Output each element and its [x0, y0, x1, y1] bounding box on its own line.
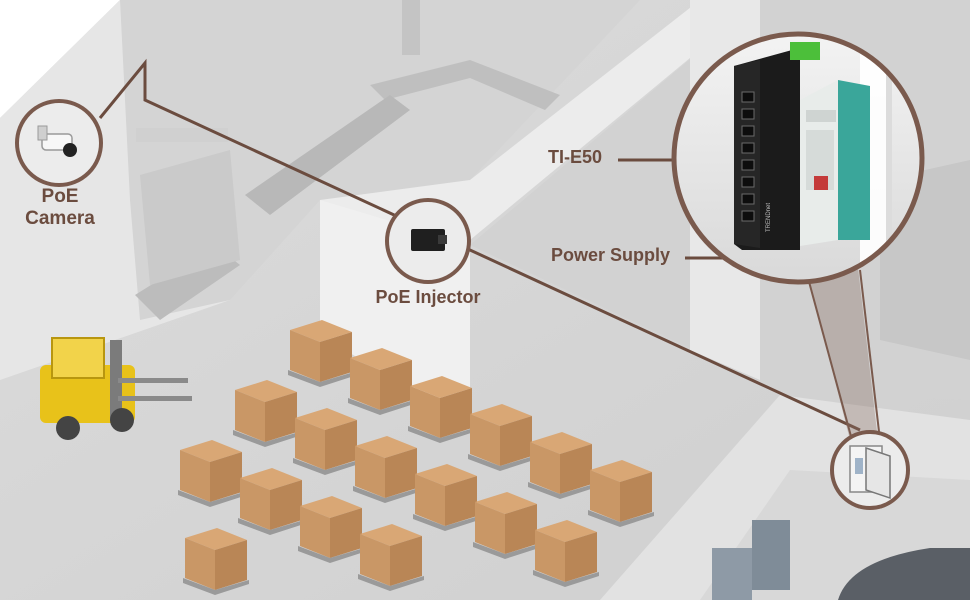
- cardboard-box: [288, 320, 354, 387]
- callout-cone-edge-right: [859, 269, 881, 441]
- server-rack-2: [752, 520, 790, 590]
- cardboard-box: [408, 376, 474, 443]
- cardboard-box: [298, 496, 364, 563]
- conveyor-belt-main: [245, 95, 410, 215]
- poe-camera-label-line2: Camera: [25, 208, 95, 229]
- switch-brand-text: TRENDnet: [766, 203, 772, 232]
- control-desk: [838, 548, 970, 600]
- cardboard-box: [238, 468, 304, 535]
- switch-callout: TRENDnet: [671, 31, 925, 285]
- switch-model-label: TI-E50: [548, 147, 603, 167]
- poe-injector-label: PoE Injector: [375, 287, 481, 307]
- cardboard-box: [473, 492, 539, 559]
- server-rack-1: [712, 548, 752, 600]
- cardboard-box: [178, 440, 244, 507]
- cardboard-box: [468, 404, 534, 471]
- cardboard-box: [233, 380, 299, 447]
- cabinet-callout: [830, 430, 910, 510]
- cardboard-box: [358, 524, 424, 591]
- poe-camera-label-line1: PoE: [41, 186, 79, 207]
- switch-port: [741, 125, 755, 137]
- cardboard-boxes: [178, 320, 654, 595]
- switch-port: [741, 176, 755, 188]
- camera-callout: [15, 99, 103, 187]
- switch-port: [741, 108, 755, 120]
- scanner-gate: [136, 128, 228, 142]
- switch-port: [741, 142, 755, 154]
- injector-callout: [385, 198, 471, 284]
- cardboard-box: [348, 348, 414, 415]
- cardboard-box: [293, 408, 359, 475]
- ethernet-cable: [98, 58, 861, 432]
- switch-port: [741, 210, 755, 222]
- switch-port: [741, 193, 755, 205]
- switch-ports: [741, 91, 755, 222]
- power-supply-label: Power Supply: [551, 245, 671, 265]
- conveyor-frame: [140, 150, 240, 285]
- conveyor-belt-top: [370, 60, 560, 110]
- switch-terminal-block: [790, 42, 820, 60]
- forklift: [40, 337, 192, 440]
- cardboard-box: [353, 436, 419, 503]
- cardboard-box: [183, 528, 249, 595]
- conveyor-column: [402, 0, 420, 55]
- cardboard-box: [413, 464, 479, 531]
- switch-port: [741, 91, 755, 103]
- security-camera-icon: [37, 125, 77, 157]
- callout-cone-edge-left: [807, 277, 853, 441]
- switch-port: [741, 159, 755, 171]
- poe-camera-label: PoE Camera: [8, 186, 112, 230]
- power-supply-warning-label: [814, 176, 828, 190]
- cardboard-box: [533, 520, 599, 587]
- cardboard-box: [588, 460, 654, 527]
- poe-injector-icon: [411, 229, 447, 251]
- cardboard-box: [528, 432, 594, 499]
- power-supply-side: [838, 80, 870, 240]
- callout-cone: [808, 268, 878, 440]
- network-cabinet-icon: [849, 445, 891, 500]
